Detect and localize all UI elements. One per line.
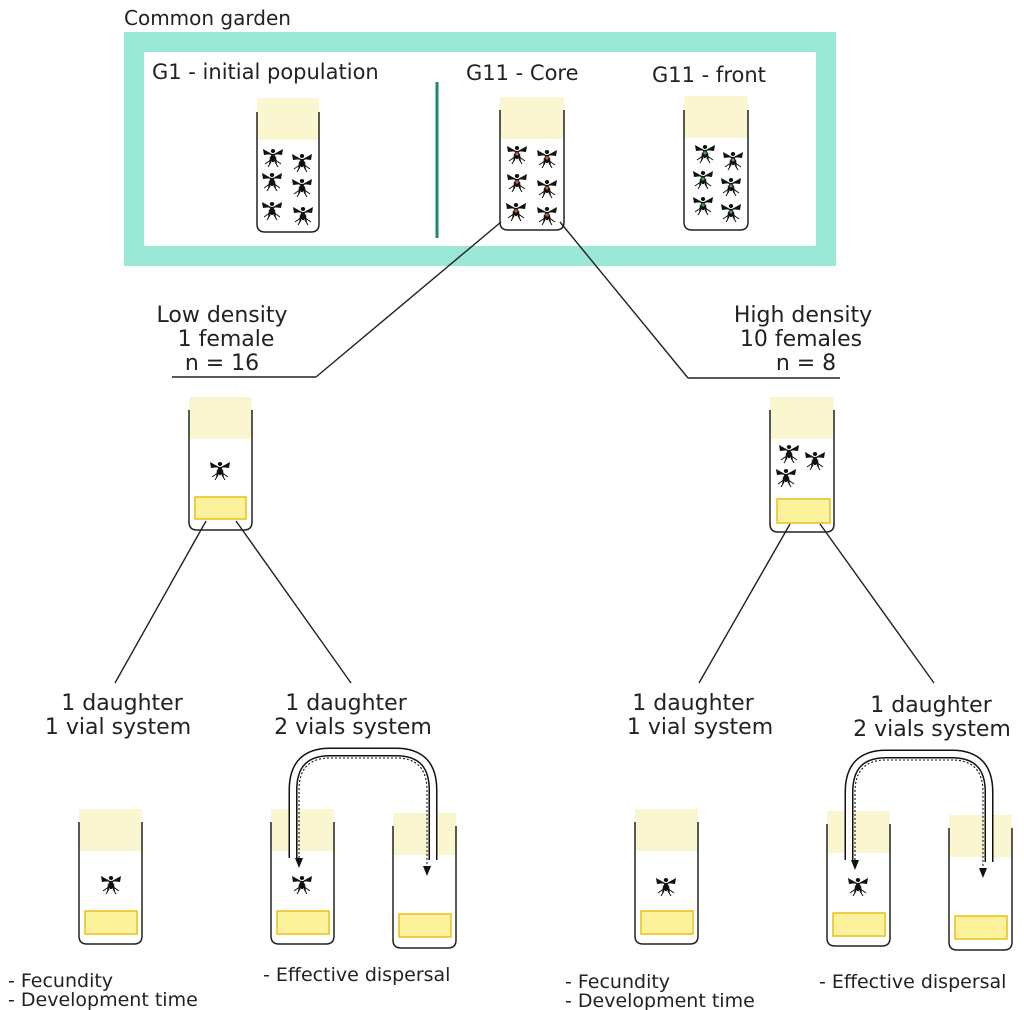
fly-icon <box>778 444 800 464</box>
branch-low-two <box>235 520 352 684</box>
food-block <box>640 910 694 935</box>
front-label: G11 - front <box>652 63 766 87</box>
low-n: n = 16 <box>185 351 259 376</box>
measure-dispersal-high: - Effective dispersal <box>819 971 1006 993</box>
food-block <box>84 910 138 935</box>
branch-high-one <box>698 523 791 684</box>
vial-core <box>499 97 565 231</box>
low-two-vial-line2: 2 vials system <box>274 715 432 740</box>
measure-fecundity-high: - Fecundity <box>565 971 670 993</box>
branch-low-one <box>114 520 207 684</box>
fly-icon <box>100 875 122 895</box>
fly-icon <box>261 201 283 221</box>
vial-low-density <box>188 397 253 531</box>
fly-icon <box>209 461 231 481</box>
fly-icon <box>292 206 314 226</box>
food-block <box>276 910 330 935</box>
high-one-vial-line2: 1 vial system <box>627 715 773 740</box>
high-two-vial-line1: 1 daughter <box>870 693 992 718</box>
dispersal-arrow-low <box>288 747 438 876</box>
high-two-vial-line2: 2 vials system <box>853 717 1011 742</box>
high-density-label: High density <box>734 303 872 328</box>
food-block <box>776 498 831 524</box>
dispersal-arrow-high <box>844 749 994 878</box>
low-two-vial-line1: 1 daughter <box>285 691 407 716</box>
branch-high-two <box>819 523 935 684</box>
high-one-vial-line1: 1 daughter <box>632 691 754 716</box>
high-n: n = 8 <box>776 351 836 376</box>
garden-frame <box>124 32 836 266</box>
vial-high-density <box>769 397 835 533</box>
branch-to-low <box>315 221 502 378</box>
high-female-count: 10 females <box>740 327 862 352</box>
vial-g1 <box>256 98 320 233</box>
fly-icon <box>262 148 284 168</box>
measure-development-high: - Development time <box>565 990 755 1010</box>
fly-icon <box>291 875 313 895</box>
core-label: G11 - Core <box>466 61 579 85</box>
low-one-vial-line2: 1 vial system <box>45 715 191 740</box>
measure-dispersal-low: - Effective dispersal <box>263 964 450 986</box>
branch-to-high <box>559 221 689 379</box>
vial-high-two-end <box>948 815 1013 951</box>
vial-high-two-start <box>826 811 891 947</box>
fly-icon <box>847 877 869 897</box>
vial-high-one <box>634 809 699 945</box>
low-female-count: 1 female <box>178 327 275 352</box>
fly-icon <box>655 877 677 897</box>
low-density-label: Low density <box>157 303 288 328</box>
vial-low-two-start <box>270 809 335 945</box>
garden-title: Common garden <box>124 6 291 30</box>
vial-low-one <box>78 809 143 945</box>
fly-icon <box>291 178 313 198</box>
fly-icon <box>804 451 826 471</box>
food-block <box>194 496 247 520</box>
food-block <box>954 915 1008 940</box>
fly-icon <box>775 468 797 488</box>
g1-label: G1 - initial population <box>152 60 379 84</box>
low-one-vial-line1: 1 daughter <box>61 691 183 716</box>
fly-icon <box>261 172 283 192</box>
food-block <box>832 912 886 937</box>
vial-front <box>683 96 749 231</box>
vial-low-two-end <box>392 813 457 949</box>
measure-development-low: - Development time <box>8 989 198 1010</box>
food-block <box>398 913 452 938</box>
measure-fecundity-low: - Fecundity <box>8 970 113 992</box>
fly-icon <box>291 153 313 173</box>
